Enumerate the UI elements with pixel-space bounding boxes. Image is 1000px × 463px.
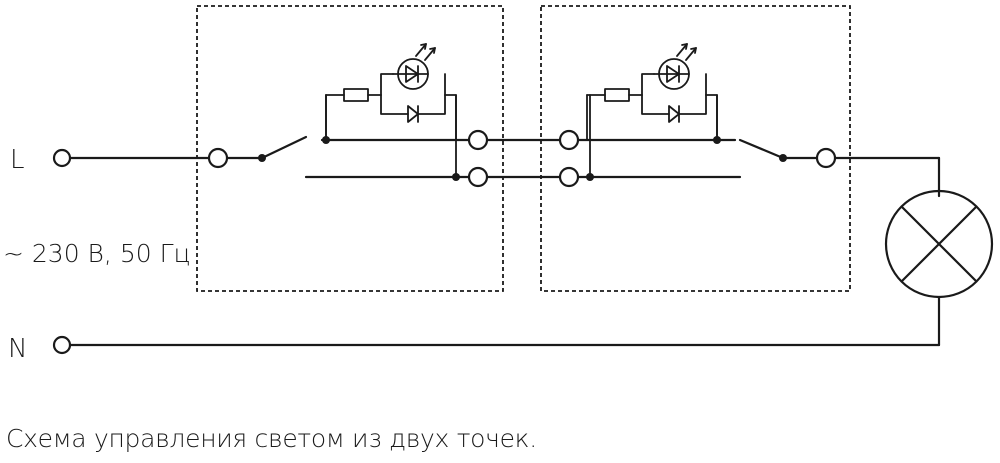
switch-housing-left (196, 5, 504, 292)
terminal-icon (467, 166, 489, 188)
terminal-icon (52, 148, 72, 168)
switch-housing-right (540, 5, 851, 292)
junction-node (452, 173, 460, 181)
terminal-icon (207, 147, 229, 169)
junction-node (586, 173, 594, 181)
indicator-left (325, 43, 457, 141)
line-label: L (10, 145, 25, 175)
neutral-label: N (8, 334, 27, 364)
switch-icon (738, 138, 785, 160)
supply-label: ~ 230 В, 50 Гц (3, 239, 191, 268)
indicator-right (586, 43, 718, 141)
diagram-caption: Схема управления светом из двух точек. (6, 424, 537, 453)
terminal-icon (467, 129, 489, 151)
junction-node (779, 154, 787, 162)
terminal-icon (558, 166, 580, 188)
terminal-icon (558, 129, 580, 151)
junction-node (713, 136, 721, 144)
junction-node (322, 136, 330, 144)
terminal-icon (815, 147, 837, 169)
lamp-icon (884, 189, 994, 299)
terminal-icon (52, 335, 72, 355)
switch-icon (260, 135, 308, 160)
junction-node (258, 154, 266, 162)
